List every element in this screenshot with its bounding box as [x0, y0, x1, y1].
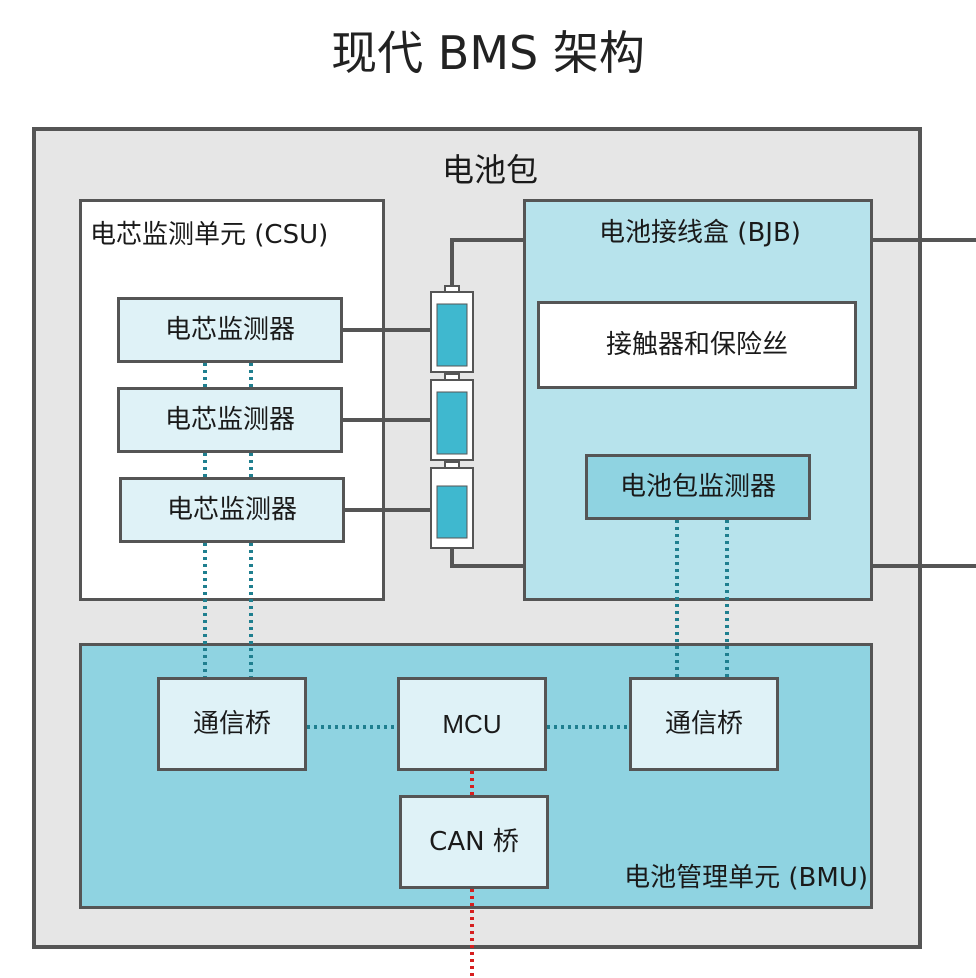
battery-cell-3 [430, 461, 474, 549]
can-bridge-label: CAN 桥 [429, 827, 519, 857]
battery-pack-label: 电池包 [441, 151, 538, 189]
cell-monitor-3-label: 电芯监测器 [166, 495, 297, 525]
battery-cell-1 [430, 285, 474, 373]
mcu-block: MCU [397, 677, 547, 771]
comm-bridge-left: 通信桥 [157, 677, 307, 771]
cell-monitor-1-label: 电芯监测器 [164, 315, 295, 345]
pack-positive-wire [450, 238, 523, 290]
contactors-and-fuses: 接触器和保险丝 [537, 301, 857, 389]
pack-negative-wire [450, 546, 523, 568]
mcu-label: MCU [442, 709, 502, 739]
pack-monitor: 电池包监测器 [585, 454, 811, 520]
comm-bridge-right: 通信桥 [629, 677, 779, 771]
comm-bridge-left-label: 通信桥 [192, 709, 271, 739]
cell-monitor-1: 电芯监测器 [117, 297, 343, 363]
bmu-label: 电池管理单元 (BMU) [624, 863, 868, 893]
contactors-and-fuses-label: 接触器和保险丝 [605, 330, 788, 360]
cell-monitor-2-label: 电芯监测器 [164, 405, 295, 435]
bjb-label: 电池接线盒 (BJB) [599, 218, 801, 248]
pack-monitor-label: 电池包监测器 [619, 472, 776, 502]
battery-cell-2 [430, 373, 474, 461]
battery-junction-box [523, 199, 873, 601]
comm-bridge-right-label: 通信桥 [664, 709, 743, 739]
cell-monitor-3: 电芯监测器 [119, 477, 345, 543]
csu-label: 电芯监测单元 (CSU) [90, 220, 329, 250]
can-bridge: CAN 桥 [399, 795, 549, 889]
diagram-title: 现代 BMS 架构 [331, 26, 645, 80]
cell-monitor-2: 电芯监测器 [117, 387, 343, 453]
